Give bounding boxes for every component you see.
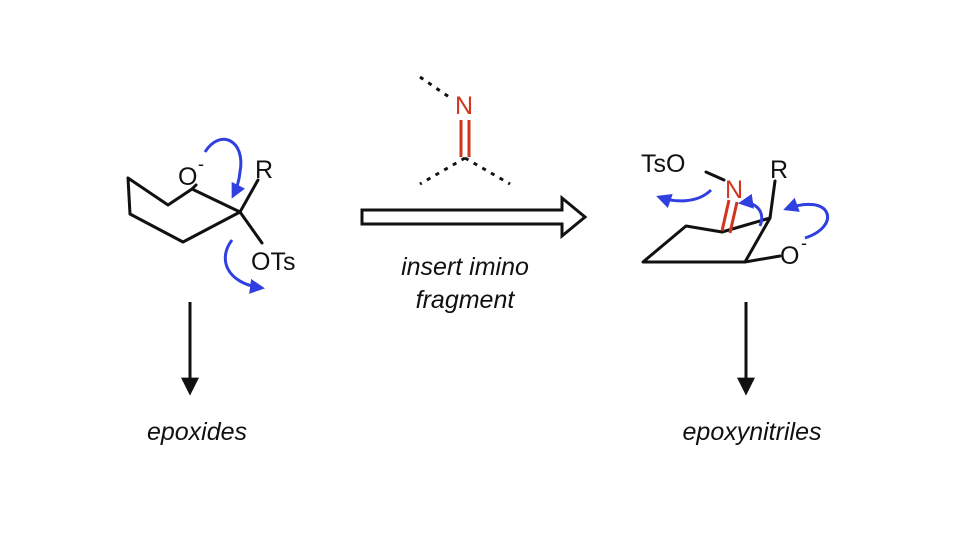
imino-dashed-bond-left [419,156,466,186]
left-r-label: R [255,156,273,184]
right-bond-ts-o [704,170,726,182]
right-tso-label: TsO [641,150,685,178]
right-curved-arrow-n [738,193,764,227]
right-imine-bond-b [728,201,739,234]
left-oxide-label: O [178,163,197,191]
left-curved-arrow-top [203,137,246,199]
right-bond-r [768,179,777,220]
caption-line-1: insert imino [401,253,529,281]
right-curved-arrow-oxide [783,197,830,240]
left-bond-o [190,183,198,191]
right-oxide-charge: - [801,233,807,253]
imino-dashed-bond-right [464,156,511,186]
imino-dashed-bond-top [419,75,453,101]
right-ring-bonds [641,216,772,264]
left-bond-r [238,178,260,214]
reaction-arrow [360,194,588,240]
imino-fragment [419,75,511,186]
right-oxide-label: O [780,242,799,270]
right-curved-arrow-tso [656,188,713,209]
left-molecule [126,176,264,245]
right-imine-bond-a [720,199,731,232]
left-bond-ots [238,210,264,245]
left-ots-label: OTs [251,248,295,276]
right-n-label: N [725,176,743,204]
right-molecule [641,170,782,264]
right-r-label: R [770,156,788,184]
left-curved-arrow-bottom [223,239,265,294]
right-bond-oxide [743,254,782,264]
left-product-label: epoxides [147,418,247,446]
left-oxide-charge: - [198,154,204,174]
caption-line-2: fragment [416,286,516,314]
imino-n-label: N [455,92,473,120]
right-product-label: epoxynitriles [683,418,822,446]
